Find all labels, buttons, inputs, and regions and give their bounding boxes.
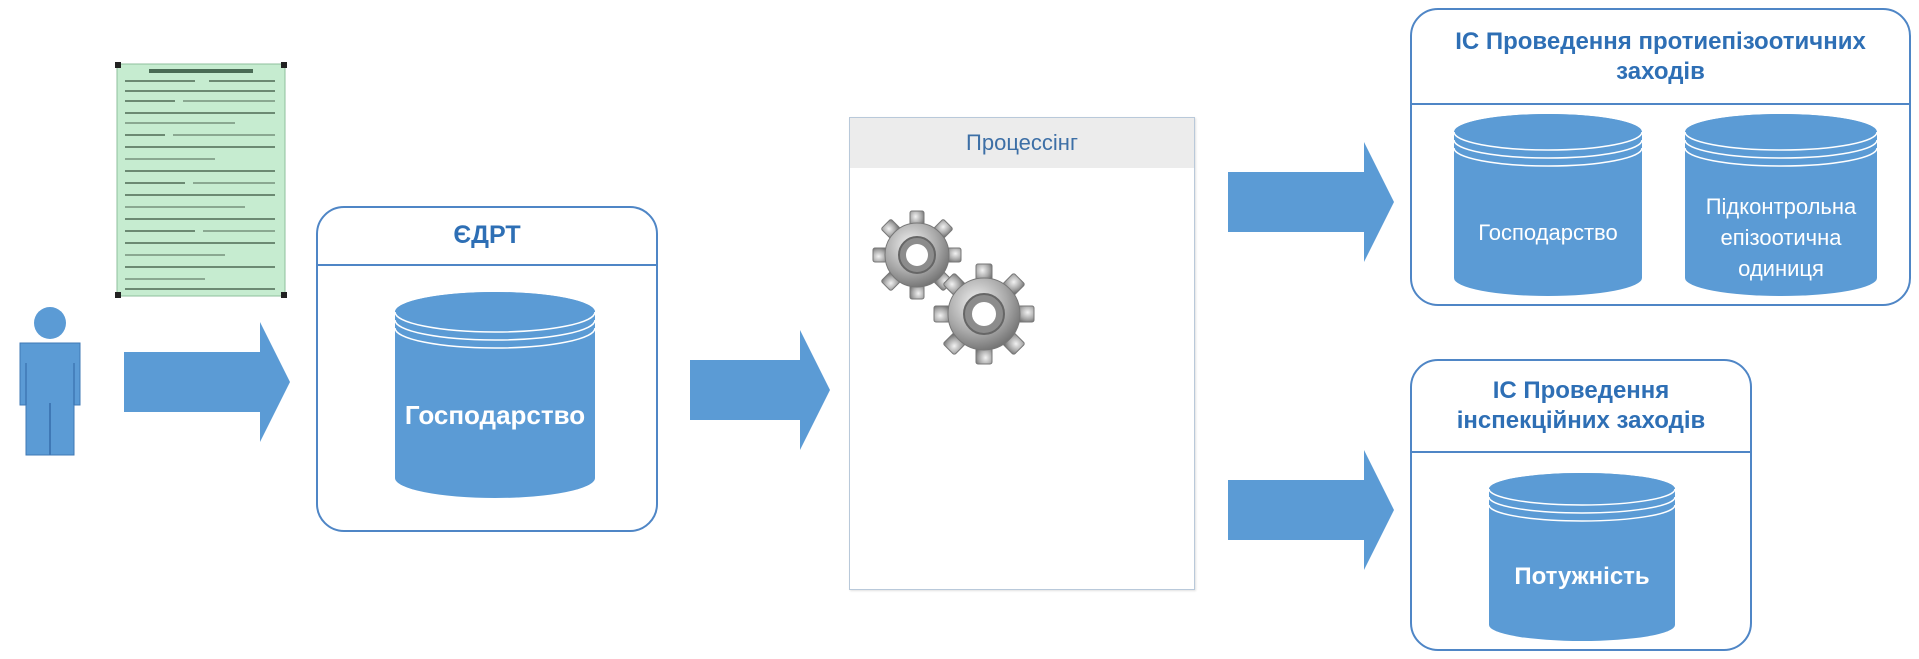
ic-inspection-db-capacity: Потужність (1487, 471, 1677, 643)
database-icon (1453, 114, 1643, 296)
processing-container: Процессінг (849, 117, 1195, 590)
ic-antiepizootic-title: ІС Проведення протиепізоотичних заходів (1412, 10, 1909, 105)
edrt-container: ЄДРТ Господарство (316, 206, 658, 532)
database-icon (394, 292, 596, 498)
registration-form-image (113, 60, 289, 300)
arrow-right-icon (1228, 450, 1394, 570)
ic-antiepizootic-db-unit: Підконтрольна епізоотична одиниця (1683, 112, 1879, 298)
edrt-title: ЄДРТ (318, 208, 656, 266)
ic-inspection-title: ІС Проведення інспекційних заходів (1412, 361, 1750, 453)
ic-antiepizootic-db-household: Господарство (1452, 112, 1644, 298)
database-icon (1488, 473, 1676, 641)
database-icon (1684, 114, 1878, 296)
person-icon (19, 307, 81, 456)
arrow-right-icon (124, 322, 290, 442)
household-db-label: Господарство (1478, 220, 1618, 245)
epizootic-unit-db-label: Підконтрольна епізоотична одиниця (1705, 194, 1857, 281)
edrt-db-label: Господарство (404, 400, 586, 430)
ic-antiepizootic-container: ІС Проведення протиепізоотичних заходів … (1410, 8, 1911, 306)
gears-icon (872, 210, 1035, 365)
ic-inspection-container: ІС Проведення інспекційних заходів Потуж… (1410, 359, 1752, 651)
edrt-database: Господарство (393, 290, 597, 500)
arrow-right-icon (1228, 142, 1394, 262)
arrow-right-icon (690, 330, 830, 450)
processing-title: Процессінг (850, 118, 1194, 168)
capacity-db-label: Потужність (1514, 563, 1650, 590)
